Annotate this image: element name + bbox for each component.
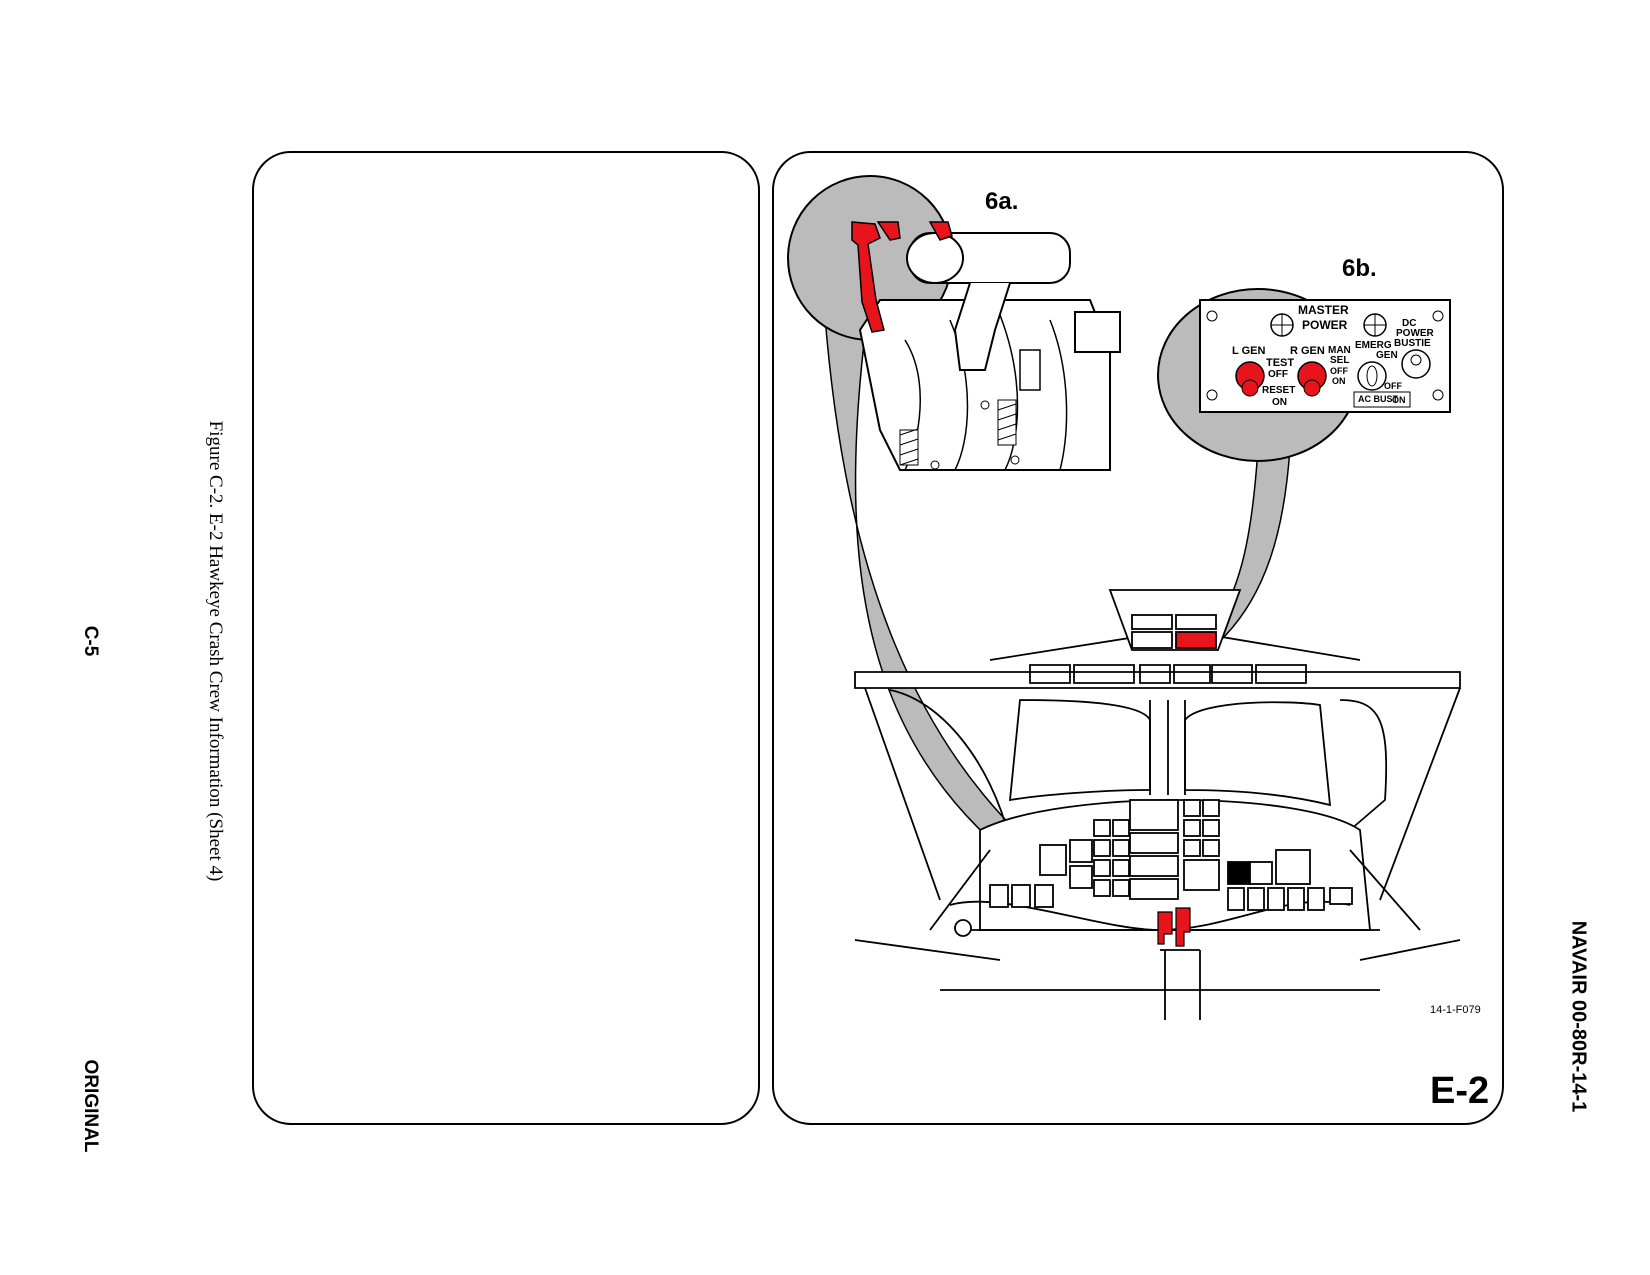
emerg-label: EMERG xyxy=(1355,340,1392,351)
l-gen-label: L GEN xyxy=(1232,345,1266,357)
bustie-label: BUSTIE xyxy=(1394,338,1431,349)
test-label: TEST xyxy=(1266,357,1295,369)
callout-a-label: 6a. xyxy=(985,188,1019,215)
gen-off-label: OFF xyxy=(1268,369,1288,380)
man-off-label: OFF xyxy=(1330,366,1348,376)
callout-b-panel xyxy=(1157,288,1451,462)
man-label: MAN xyxy=(1328,345,1351,356)
ac-bust-label: AC BUST xyxy=(1358,394,1398,404)
dc-label: DC xyxy=(1402,318,1417,329)
dc-power-label: POWER xyxy=(1396,328,1434,339)
sel-label: SEL xyxy=(1330,355,1350,366)
callout-a-throttle xyxy=(787,175,1121,471)
bus-on-label: ON xyxy=(1392,395,1406,405)
left-panel xyxy=(252,151,760,1125)
man-on-label: ON xyxy=(1332,376,1346,386)
emerg-gen-label: GEN xyxy=(1376,350,1398,361)
r-gen-label: R GEN xyxy=(1290,345,1325,357)
master-label: MASTER xyxy=(1298,303,1349,317)
figure-code: 14-1-F079 xyxy=(1430,1004,1481,1016)
aircraft-label: E-2 xyxy=(1430,1070,1490,1112)
power-label: POWER xyxy=(1302,318,1348,332)
gen-on-label: ON xyxy=(1272,397,1287,408)
cockpit-outline xyxy=(854,589,1461,1020)
callout-b-label: 6b. xyxy=(1342,255,1377,282)
bus-off-label: OFF xyxy=(1384,381,1402,391)
reset-label: RESET xyxy=(1262,385,1296,396)
